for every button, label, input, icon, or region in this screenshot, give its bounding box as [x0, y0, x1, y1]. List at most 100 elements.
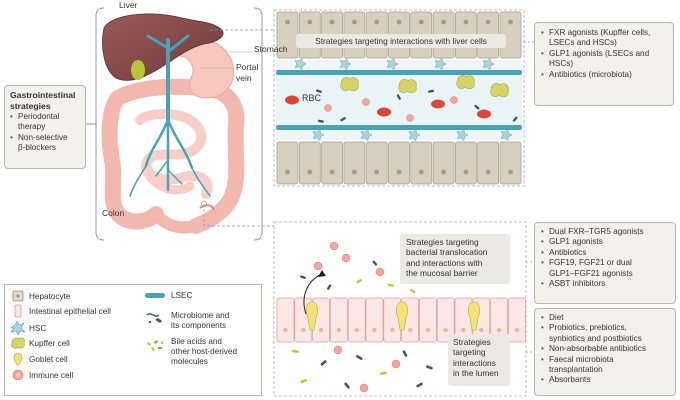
gct-line2: bacterial translocation — [406, 247, 488, 258]
intestinal-epithelial-cell — [436, 297, 455, 343]
gtb-4-line1: Faecal microbiota — [549, 354, 614, 364]
gut-treatment-item: Faecal microbiota transplantation — [541, 355, 669, 376]
lsec-icon — [145, 293, 165, 298]
hepatocyte-nucleus — [441, 19, 446, 25]
immune-cell — [375, 267, 385, 277]
microbe — [344, 382, 350, 389]
microbiome-icon — [146, 313, 162, 324]
gcb-line1: Strategies — [453, 337, 491, 347]
gi-title-line2: strategies — [10, 100, 51, 111]
immune-cell — [324, 104, 332, 112]
goblet-cell — [468, 301, 480, 331]
rbc-cell — [285, 95, 299, 105]
epithelial-nucleus — [301, 327, 306, 333]
hepatocyte-nucleus — [418, 169, 424, 175]
gtt-2: GLP1 agonists — [549, 237, 603, 247]
hepatocyte — [477, 141, 500, 185]
liver-treatments-list: FXR agonists (Kupffer cells, LSECs and H… — [541, 28, 667, 80]
epithelial-nucleus — [283, 327, 288, 333]
liver-treatments-box: FXR agonists (Kupffer cells, LSECs and H… — [534, 22, 674, 106]
immune-cell — [391, 359, 401, 369]
microbe — [402, 350, 408, 357]
rbc-cell — [377, 107, 391, 117]
bile-acid — [291, 349, 299, 354]
kupffer-cell — [490, 83, 509, 98]
microbe — [340, 117, 346, 122]
liver-treatment-item: GLP1 agonists (LSECs and HSCs) — [541, 49, 667, 70]
legend-lsec-label: LSEC — [171, 291, 193, 300]
hepatocyte-nucleus — [508, 19, 513, 25]
bile-acid — [410, 289, 416, 294]
gi-strategies-title: Gastrointestinal strategies — [10, 90, 80, 111]
hepatocyte-nucleus — [285, 19, 290, 25]
hepatocyte-nucleus — [307, 169, 313, 175]
epithelial-nucleus — [514, 327, 520, 333]
hepatocyte-nucleus — [307, 19, 313, 25]
kupffer-cell — [456, 75, 475, 90]
gut-treatments-top-list: Dual FXR–TGR5 agonists GLP1 agonists Ant… — [541, 227, 669, 290]
gi-item-1-line1: Periodontal — [18, 112, 60, 121]
legend-bile-line1: Bile acids and — [171, 337, 222, 346]
hepatocyte — [276, 141, 299, 185]
colon-connector-line — [203, 204, 274, 227]
goblet-cell — [396, 301, 408, 331]
hepatocyte-nucleus — [352, 19, 357, 25]
gtt-1: Dual FXR–TGR5 agonists — [549, 227, 644, 236]
epithelial-nucleus — [407, 327, 413, 333]
hepatocyte-nucleus — [285, 169, 290, 175]
gtb-3: Non-absorbable antibiotics — [549, 344, 646, 354]
epithelial-nucleus — [390, 327, 395, 333]
intestinal-epithelial-cell-icon — [14, 304, 22, 318]
hsc-cell — [408, 128, 421, 142]
hsc-cell — [339, 57, 352, 71]
hsc-icon — [10, 320, 26, 336]
hepatocyte-nucleus — [329, 169, 335, 175]
legend-bile-line2: other host-derived — [171, 347, 237, 356]
hepatocyte — [388, 141, 410, 185]
gut-treatment-item: FGF19, FGF21 or dual GLP1–FGF21 agonists — [541, 258, 669, 279]
liver-treatment-item: FXR agonists (Kupffer cells, LSECs and H… — [541, 28, 667, 49]
gtt-4-line2: GLP1–FGF21 agonists — [549, 268, 633, 278]
microbe — [425, 365, 433, 370]
immune-cell — [333, 345, 343, 355]
legend-microbiome-label: Microbiome and its components — [171, 311, 229, 331]
epithelial-nucleus — [336, 327, 342, 333]
legend-hsc-label: HSC — [29, 324, 47, 333]
colon-label: Colon — [102, 208, 125, 218]
hsc-cell — [294, 57, 307, 71]
lt-2-line1: GLP1 agonists (LSECs and — [549, 48, 650, 58]
goblet-cell-icon — [13, 352, 23, 366]
gtb-1: Diet — [549, 313, 564, 322]
gtb-4-line2: transplantation — [549, 365, 603, 375]
gut-panel — [273, 221, 527, 397]
liver-callout: Strategies targeting interactions with l… — [296, 34, 506, 48]
gi-item-2-line2: β-blockers — [18, 143, 56, 153]
portal-vein-label-line2: vein — [236, 72, 252, 83]
immune-cell — [341, 253, 351, 263]
gtb-2-line1: Probiotics, prebiotics, — [549, 323, 627, 333]
gut-treatment-item: Antibiotics — [541, 247, 669, 259]
microbe — [416, 382, 423, 388]
legend-bile-acids-label: Bile acids and other host-derived molecu… — [171, 337, 237, 367]
hepatocyte — [455, 141, 477, 185]
immune-cell — [313, 261, 323, 271]
portal-vein-label-line1: Portal — [236, 62, 259, 72]
hepatocyte — [499, 141, 522, 185]
epithelial-nucleus — [496, 327, 502, 333]
kupffer-cell — [398, 79, 417, 94]
hepatocyte-nucleus — [396, 169, 402, 175]
microbe — [512, 116, 518, 122]
gut-callout-top: Strategies targeting bacterial transloca… — [400, 234, 510, 284]
epithelial-nucleus — [443, 327, 448, 333]
microbe — [316, 89, 322, 94]
microbe — [356, 355, 363, 360]
lt-1-line1: FXR agonists (Kupffer cells, — [549, 28, 651, 37]
lt-3-line1: Antibiotics (microbiota) — [549, 69, 632, 79]
legend-goblet-label: Goblet cell — [29, 355, 68, 364]
gi-item-1-line2: therapy — [18, 122, 46, 132]
gtt-3: Antibiotics — [549, 247, 587, 257]
lt-1-line2: LSECs and HSCs) — [549, 38, 617, 48]
epithelial-nucleus — [479, 327, 484, 333]
hsc-cell — [434, 57, 447, 71]
hsc-cell — [360, 128, 373, 142]
